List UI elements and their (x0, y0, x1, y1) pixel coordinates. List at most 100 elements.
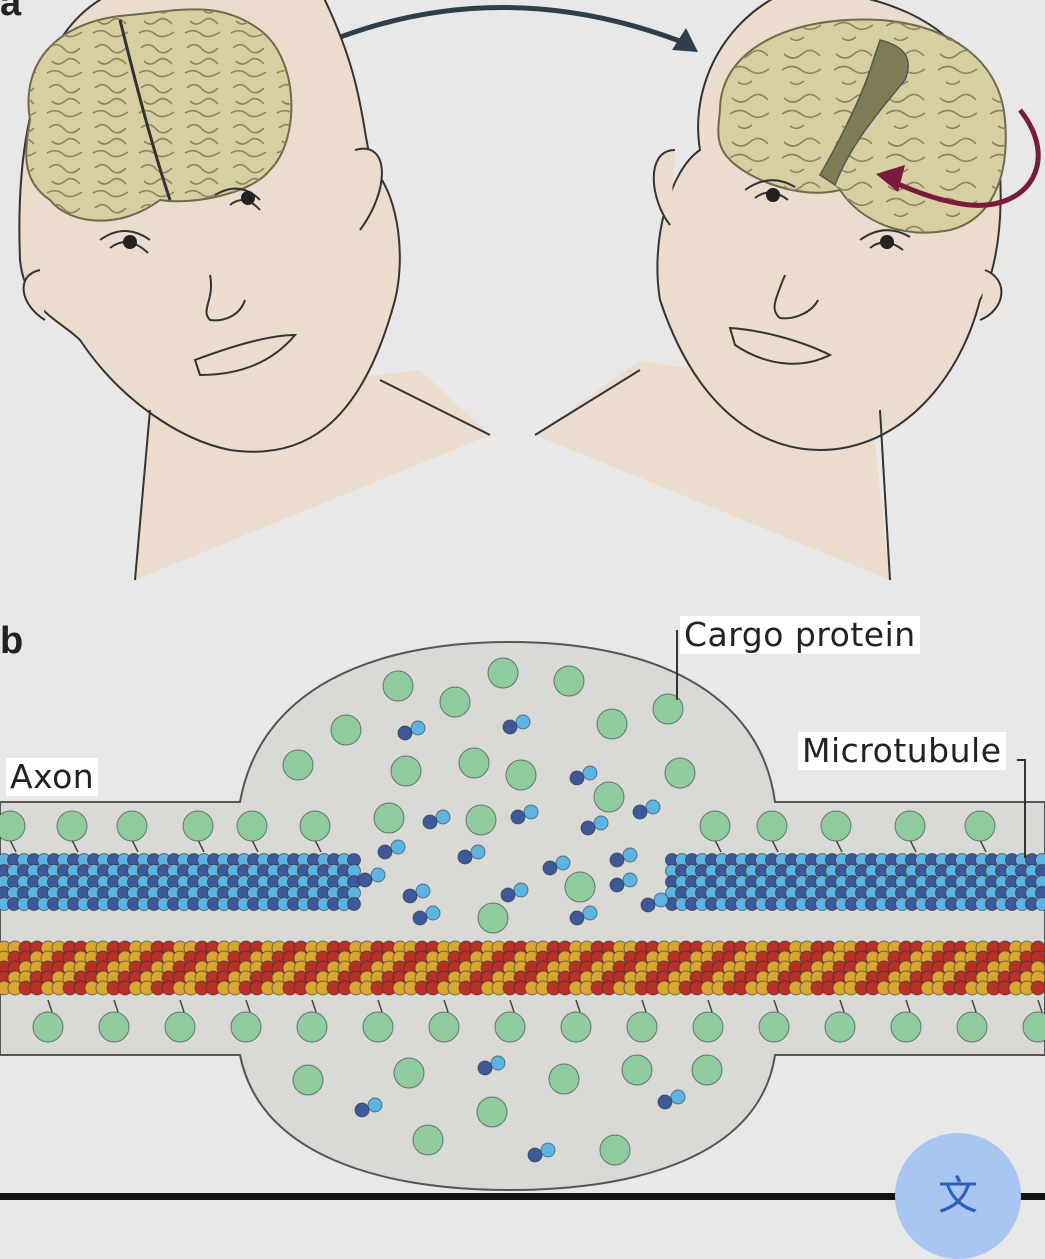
cargo-protein (293, 1065, 323, 1095)
cargo-protein-bound (891, 1012, 921, 1042)
transition-arrow (320, 8, 690, 46)
microtubule-label: Microtubule (798, 732, 1006, 770)
cargo-protein (459, 748, 489, 778)
tubulin-dimer-dark (378, 845, 392, 859)
tubulin-dimer-dark (610, 878, 624, 892)
tubulin-dimer-dark (658, 1095, 672, 1109)
cargo-protein-bound (700, 811, 730, 841)
cargo-protein-bound (57, 811, 87, 841)
cargo-protein (692, 1055, 722, 1085)
figure-illustration (0, 0, 1045, 1200)
panel-b-axon (0, 630, 1045, 1190)
cargo-protein-bound (363, 1012, 393, 1042)
tubulin-dimer-light (623, 848, 637, 862)
tubulin-dimer-dark (423, 815, 437, 829)
cargo-protein (440, 687, 470, 717)
tubulin-dimer-dark (570, 911, 584, 925)
tubulin-dimer-dark (633, 805, 647, 819)
cargo-protein-bound (965, 811, 995, 841)
cargo-protein (594, 782, 624, 812)
panel-b-letter: b (0, 620, 23, 663)
tubulin-dimer-light (541, 1143, 555, 1157)
tubulin-dimer-dark (511, 810, 525, 824)
tubulin-dimer-light (516, 715, 530, 729)
cargo-protein-bound (99, 1012, 129, 1042)
tubulin-dimer-light (654, 893, 668, 907)
cargo-protein (622, 1055, 652, 1085)
tubulin-dimer-light (436, 810, 450, 824)
cargo-protein-bound (300, 811, 330, 841)
figure: a b Cargo protein Microtubule Axon 文 (0, 0, 1045, 1200)
tubulin-dimer-light (623, 873, 637, 887)
cargo-protein-bound (627, 1012, 657, 1042)
cargo-protein-bound (165, 1012, 195, 1042)
cargo-protein-label: Cargo protein (680, 616, 920, 654)
tubulin-dimer-dark (570, 771, 584, 785)
tubulin-dimer-light (671, 1090, 685, 1104)
tubulin-dimer-light (491, 1056, 505, 1070)
tubulin-dimer-dark (610, 853, 624, 867)
tubulin-dimer-dark (478, 1061, 492, 1075)
actin-subunit (1031, 981, 1045, 995)
cargo-protein (653, 694, 683, 724)
cargo-protein-bound (0, 811, 25, 841)
tubulin-dimer-light (514, 883, 528, 897)
tubulin-dimer-dark (501, 888, 515, 902)
cargo-protein (665, 758, 695, 788)
cargo-protein-bound (957, 1012, 987, 1042)
cargo-protein (488, 658, 518, 688)
cargo-protein-bound (757, 811, 787, 841)
microtubule-left-segment (0, 854, 361, 911)
cargo-protein-bound (183, 811, 213, 841)
tubulin-dimer-light (411, 721, 425, 735)
panel-a-heads (19, 0, 1038, 580)
tubulin-dimer-dark (358, 873, 372, 887)
cargo-protein (466, 805, 496, 835)
tubulin-dimer-dark (403, 889, 417, 903)
translate-button[interactable]: 文 (895, 1133, 1021, 1259)
cargo-protein (331, 715, 361, 745)
cargo-protein (283, 750, 313, 780)
cargo-protein-bound (693, 1012, 723, 1042)
tubulin-dimer-light (583, 766, 597, 780)
cargo-protein-bound (895, 811, 925, 841)
tubulin-dimer-dark (528, 1148, 542, 1162)
cargo-protein (413, 1125, 443, 1155)
cargo-protein (506, 760, 536, 790)
bottom-system-bar (0, 1193, 1045, 1200)
tubulin-dimer-dark (413, 911, 427, 925)
cargo-protein (600, 1135, 630, 1165)
panel-a-letter: a (0, 0, 21, 25)
tubulin-dimer-dark (503, 720, 517, 734)
cargo-protein-bound (825, 1012, 855, 1042)
cargo-protein-bound (297, 1012, 327, 1042)
cargo-protein (478, 903, 508, 933)
cargo-protein-bound (231, 1012, 261, 1042)
cargo-protein (391, 756, 421, 786)
tubulin-dimer-light (391, 840, 405, 854)
tubulin-dimer-light (416, 884, 430, 898)
tubulin-dimer-light (371, 868, 385, 882)
tubulin-dimer-light (471, 845, 485, 859)
cargo-protein-bound (561, 1012, 591, 1042)
cargo-protein (554, 666, 584, 696)
tubulin-dimer-light (556, 856, 570, 870)
cargo-protein (394, 1058, 424, 1088)
tubulin-subunit (1036, 898, 1045, 911)
cargo-protein (549, 1064, 579, 1094)
tubulin-dimer-light (426, 906, 440, 920)
tubulin-dimer-dark (543, 861, 557, 875)
cargo-protein (477, 1097, 507, 1127)
tubulin-dimer-light (524, 805, 538, 819)
microtubule-right-segment (666, 854, 1045, 911)
cargo-protein (597, 709, 627, 739)
tubulin-dimer-dark (398, 726, 412, 740)
cargo-protein (374, 803, 404, 833)
cargo-protein-bound (237, 811, 267, 841)
cargo-protein-bound (759, 1012, 789, 1042)
cargo-protein-bound (821, 811, 851, 841)
tubulin-dimer-light (594, 816, 608, 830)
tubulin-dimer-light (368, 1098, 382, 1112)
left-head (19, 0, 490, 580)
cargo-protein-bound (495, 1012, 525, 1042)
